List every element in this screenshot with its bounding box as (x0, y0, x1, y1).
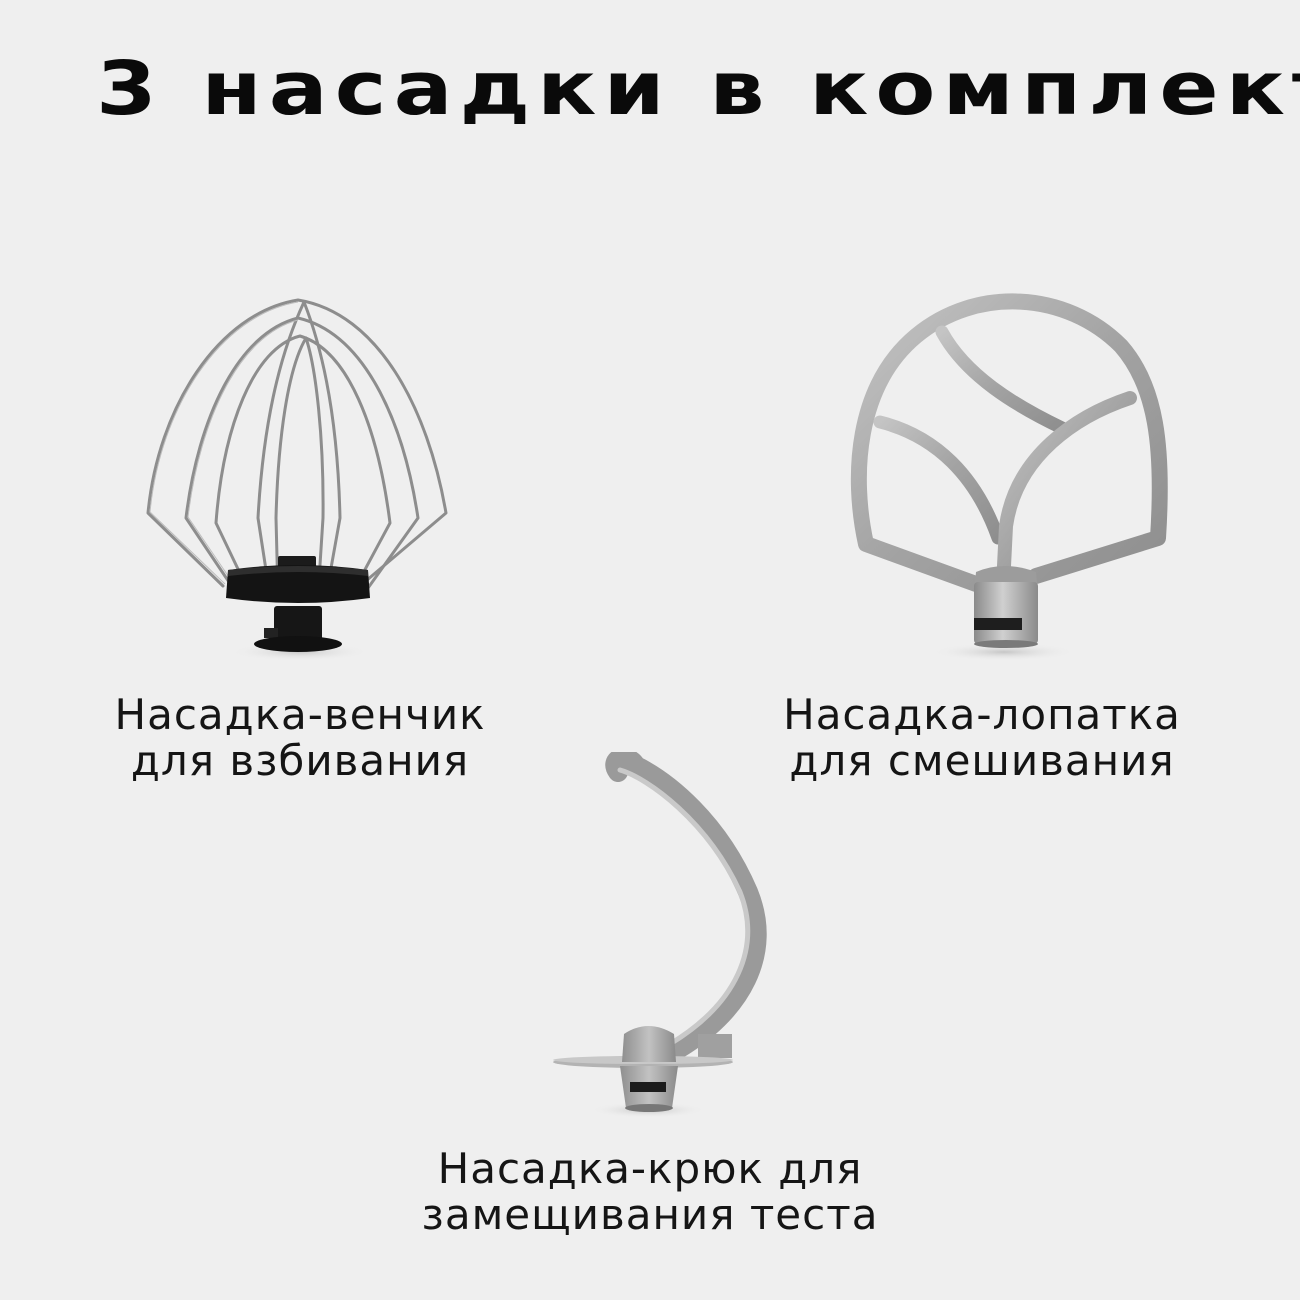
hook-caption: Насадка-крюк для замещивания теста (395, 1146, 905, 1238)
page-title: 3 насадки в комплекте (96, 46, 1300, 132)
beater-caption-line-1: Насадка-лопатка (783, 690, 1181, 739)
flat-beater-icon (850, 293, 1168, 661)
hook-caption-line-2: замещивания теста (421, 1190, 879, 1239)
beater-caption: Насадка-лопатка для смешивания (752, 692, 1212, 784)
dough-hook-icon (553, 752, 767, 1118)
whisk-caption-line-1: Насадка-венчик (114, 690, 486, 739)
wire-whisk-icon (146, 298, 448, 661)
beater-caption-line-2: для смешивания (789, 736, 1175, 785)
whisk-caption: Насадка-венчик для взбивания (84, 692, 516, 784)
whisk-caption-line-2: для взбивания (130, 736, 470, 785)
hook-caption-line-1: Насадка-крюк для (437, 1144, 863, 1193)
hook-attachment-image (548, 752, 798, 1132)
whisk-attachment-image (128, 288, 468, 668)
beater-attachment-image (846, 276, 1186, 666)
